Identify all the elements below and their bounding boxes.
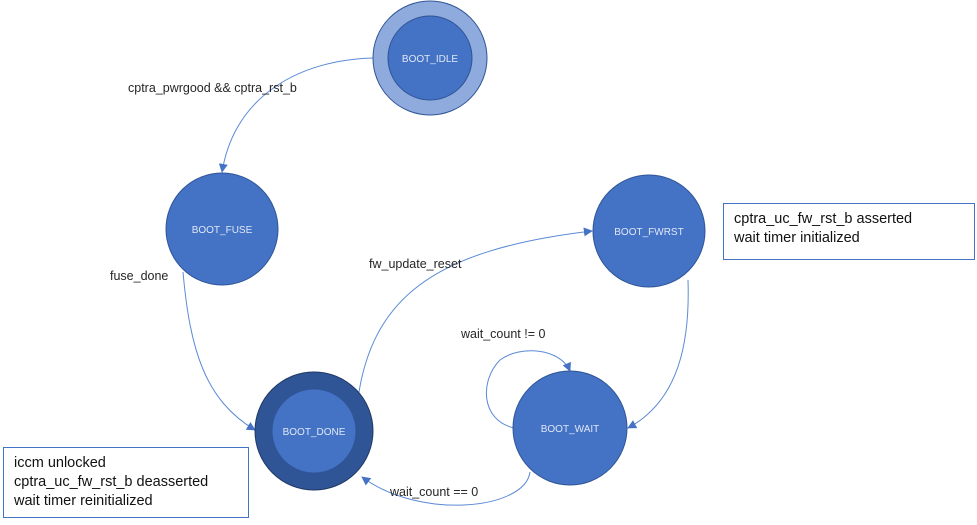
- state-boot-idle: BOOT_IDLE: [372, 0, 488, 116]
- note-line: cptra_uc_fw_rst_b asserted: [734, 211, 913, 227]
- state-label-done: BOOT_DONE: [283, 427, 346, 438]
- state-boot-fuse: BOOT_FUSE: [165, 172, 279, 286]
- state-boot-fwrst: BOOT_FWRST: [592, 174, 706, 288]
- note-line: wait timer initialized: [734, 230, 860, 246]
- edge-label-wait-self: wait_count != 0: [460, 327, 545, 341]
- state-label-fuse: BOOT_FUSE: [192, 225, 253, 236]
- note-line: wait timer reinitialized: [14, 493, 153, 509]
- edge-label-wait-to-done: wait_count == 0: [389, 485, 478, 499]
- edge-fwrst-to-wait: [627, 279, 689, 429]
- state-boot-wait: BOOT_WAIT: [512, 370, 628, 486]
- note-line: iccm unlocked: [14, 455, 106, 471]
- transition-labels: cptra_pwrgood && cptra_rst_b fuse_done f…: [110, 81, 545, 499]
- state-label-fwrst: BOOT_FWRST: [614, 227, 683, 238]
- edge-done-to-fwrst: [356, 227, 593, 406]
- note-done-actions: iccm unlocked cptra_uc_fw_rst_b deassert…: [3, 447, 249, 518]
- state-label-idle: BOOT_IDLE: [402, 54, 458, 65]
- transitions: [182, 57, 689, 506]
- edge-wait-to-done: [361, 471, 531, 506]
- state-label-wait: BOOT_WAIT: [541, 424, 600, 435]
- edge-label-fuse-to-done: fuse_done: [110, 269, 168, 283]
- edge-label-idle-to-fuse: cptra_pwrgood && cptra_rst_b: [128, 81, 297, 95]
- note-fwrst-actions: cptra_uc_fw_rst_b asserted wait timer in…: [723, 203, 975, 260]
- edge-label-done-to-fwrst: fw_update_reset: [369, 257, 462, 271]
- state-boot-done: BOOT_DONE: [254, 371, 374, 491]
- edge-idle-to-fuse: [218, 57, 374, 173]
- edge-fuse-to-done: [182, 271, 256, 431]
- edge-wait-self-loop: [485, 350, 571, 429]
- note-line: cptra_uc_fw_rst_b deasserted: [14, 474, 209, 490]
